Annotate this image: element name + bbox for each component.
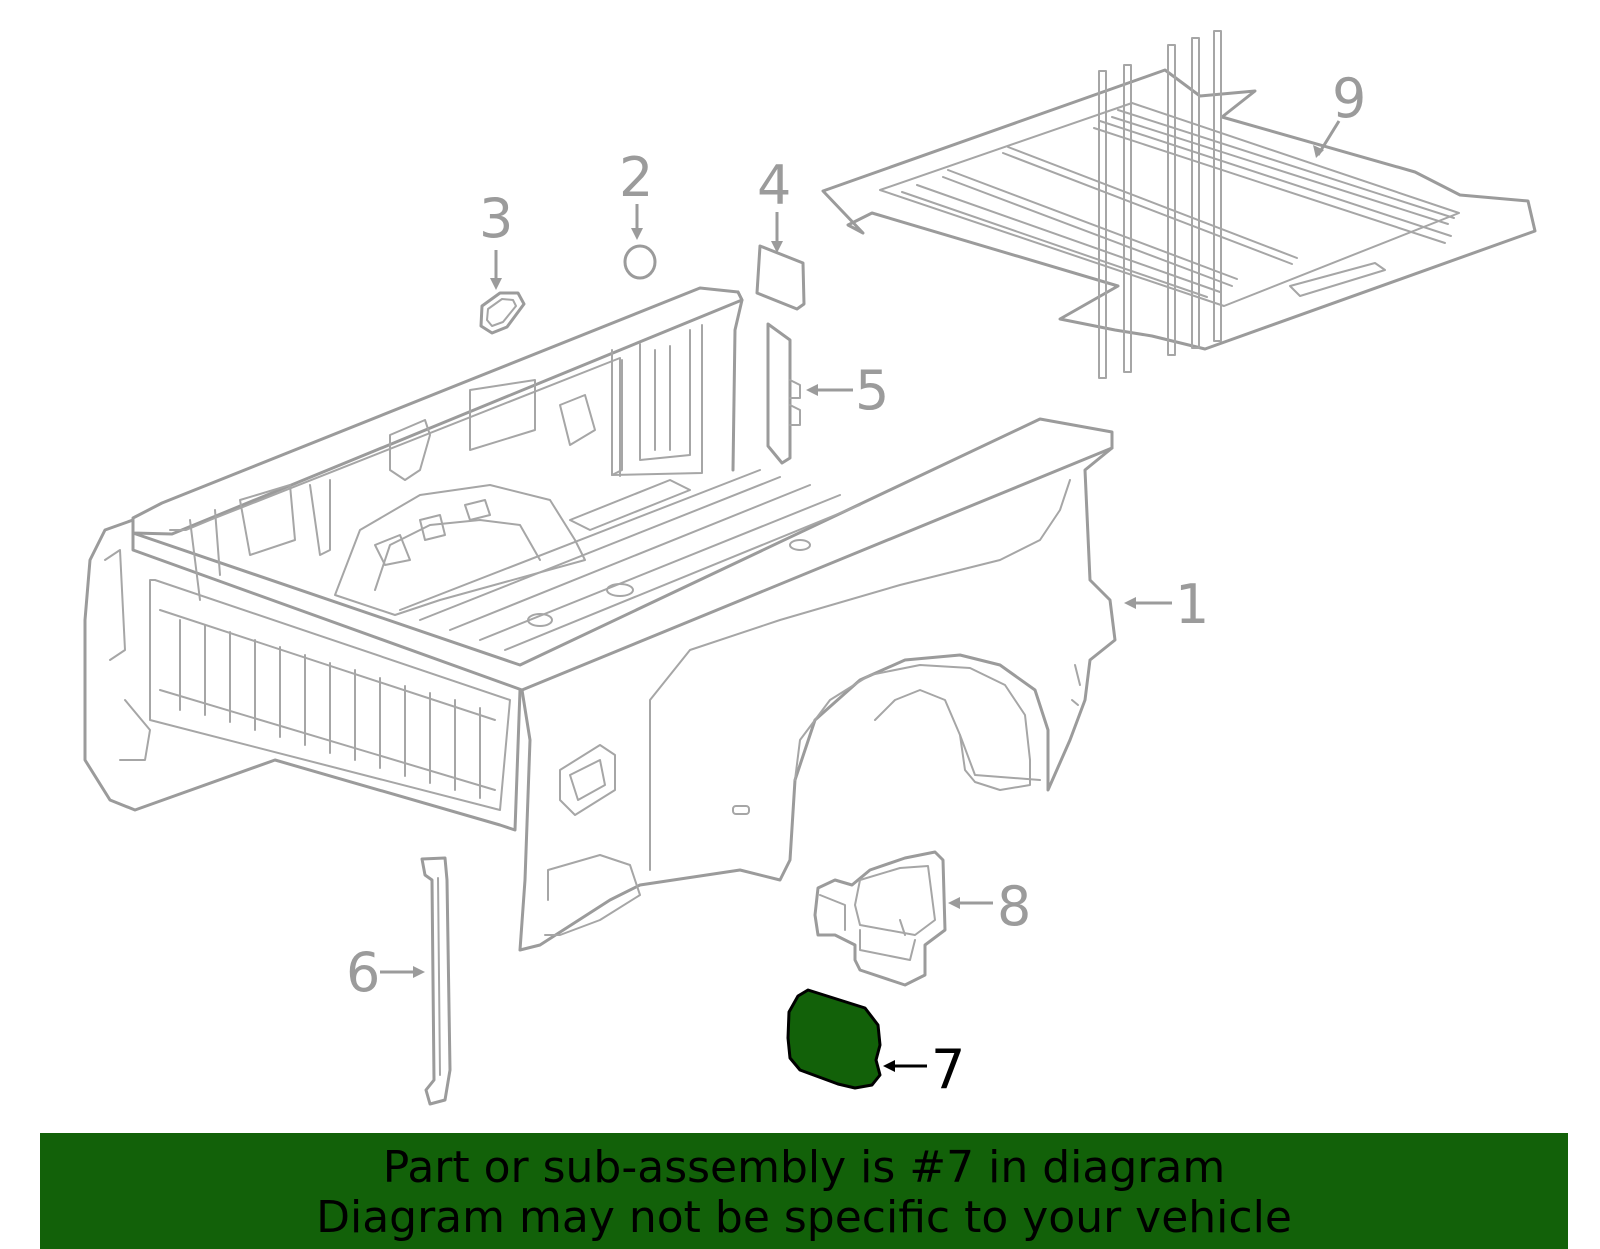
callout-6-label: 6 [346, 941, 380, 1004]
callout-7-label: 7 [931, 1038, 965, 1101]
callout-2-label: 2 [619, 146, 653, 209]
callout-5-label: 5 [855, 359, 889, 422]
part-5-bracket [766, 322, 853, 465]
part-6-pillar [380, 856, 452, 1106]
part-1-pickup-box [83, 286, 1172, 952]
callout-8-label: 8 [997, 875, 1031, 938]
callout-arrowheads [413, 145, 1324, 1072]
callout-1-label: 1 [1175, 573, 1209, 636]
info-banner: Part or sub-assembly is #7 in diagram Di… [40, 1133, 1568, 1249]
banner-line-1: Part or sub-assembly is #7 in diagram [382, 1142, 1226, 1193]
part-2-grommet [623, 204, 657, 280]
part-4-cover [755, 212, 806, 311]
part-8-bracket [813, 850, 993, 987]
callout-9-label: 9 [1332, 67, 1366, 130]
part-9-floor-panel [821, 30, 1537, 379]
callout-3-label: 3 [479, 187, 513, 250]
part-7-highlighted [786, 988, 927, 1090]
callout-4-label: 4 [757, 154, 791, 217]
part-3-plug [479, 250, 526, 335]
banner-line-2: Diagram may not be specific to your vehi… [316, 1192, 1292, 1243]
